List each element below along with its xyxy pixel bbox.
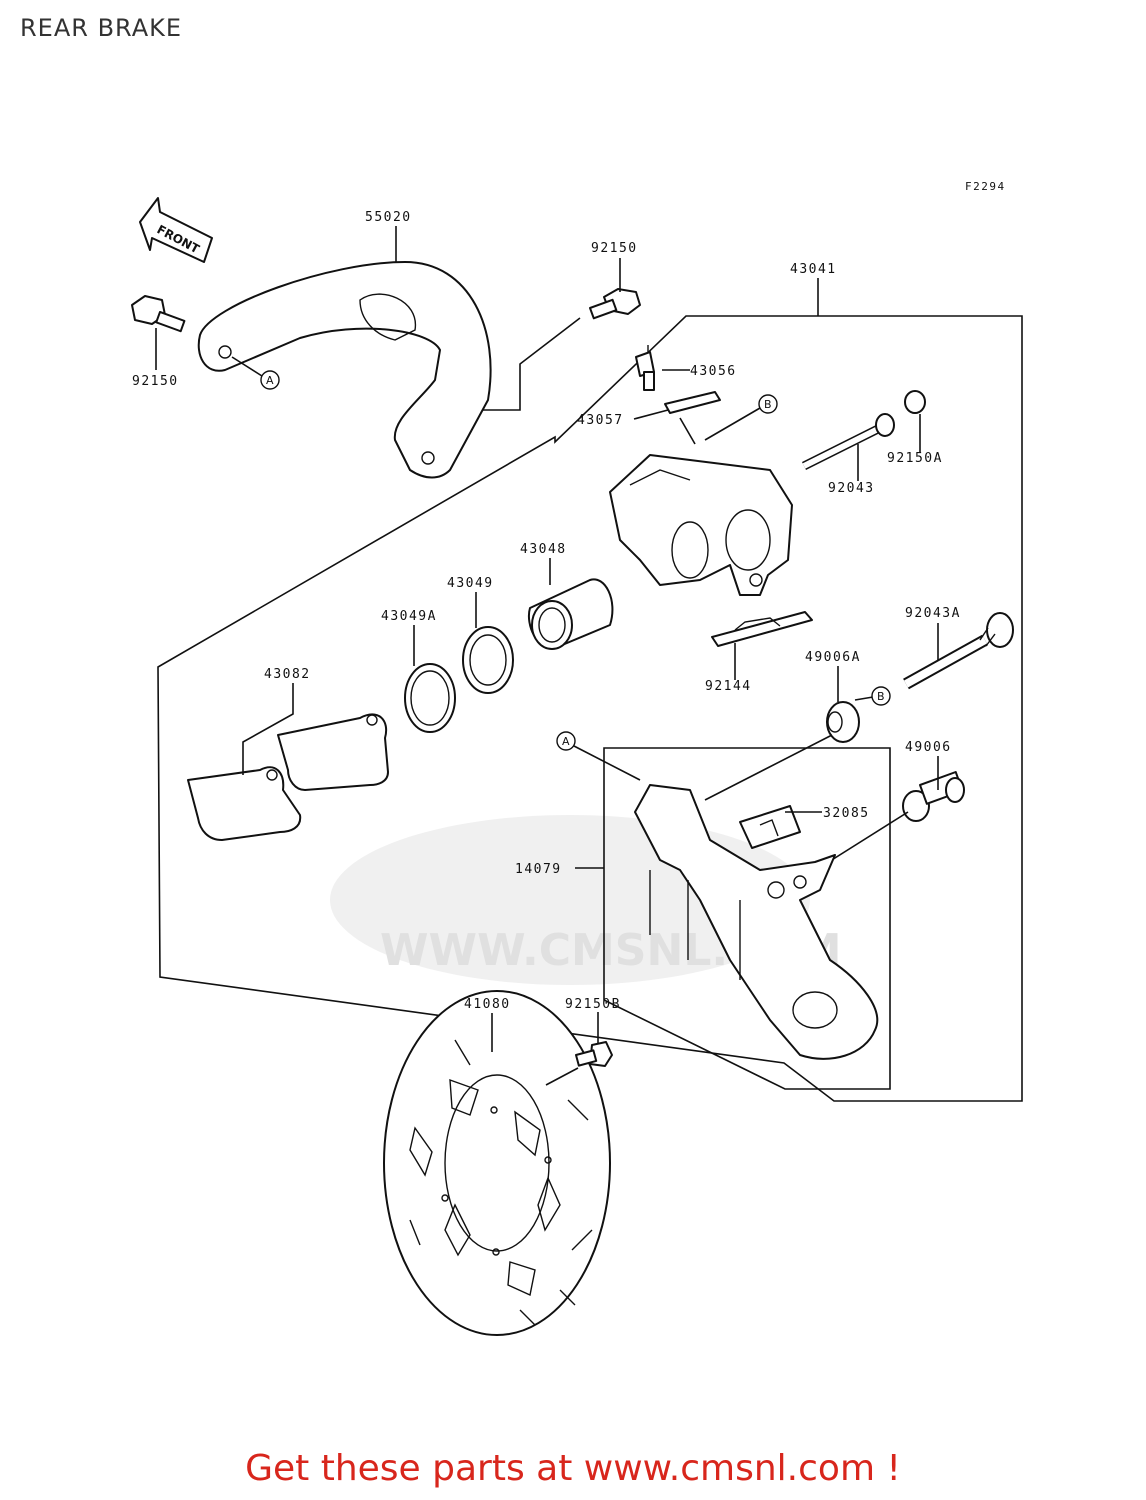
part-55020-guard [197, 261, 492, 479]
label-14079: 14079 [515, 862, 562, 877]
label-92150-left: 92150 [132, 374, 179, 389]
label-92043A: 92043A [905, 606, 961, 621]
callout-a-guard [260, 370, 280, 390]
callout-a-bracket-text: A [562, 735, 570, 748]
callout-a-bracket [556, 731, 576, 751]
part-49006-sleeve-bolt [902, 771, 965, 822]
part-43048-piston [527, 578, 614, 650]
label-92144: 92144 [705, 679, 752, 694]
part-43057-cap [664, 391, 721, 414]
callout-b-pin-text: B [877, 690, 885, 703]
label-43057: 43057 [577, 413, 624, 428]
bracket-group-outline [603, 747, 891, 1090]
part-43049-seal [462, 626, 514, 694]
part-43082-brake-pads [187, 713, 389, 841]
part-92150-left-bolt [131, 295, 186, 333]
part-32085-clip [739, 805, 801, 849]
label-92043: 92043 [828, 481, 875, 496]
label-49006: 49006 [905, 740, 952, 755]
label-92150B: 92150B [565, 997, 621, 1012]
part-92150-top-bolt [589, 288, 641, 320]
callout-b-caliper [758, 394, 778, 414]
label-92150A: 92150A [887, 451, 943, 466]
part-92043-pin [801, 413, 895, 471]
label-43049: 43049 [447, 576, 494, 591]
part-92150B-disc-bolt [575, 1041, 613, 1067]
callout-b-caliper-text: B [764, 398, 772, 411]
rear-brake-exploded-diagram: WWW.CMSNL.COM F2294 FRONT 55020 92150 A … [131, 180, 1023, 1336]
page-title: REAR BRAKE [20, 14, 183, 42]
label-41080: 41080 [464, 997, 511, 1012]
label-32085: 32085 [823, 806, 870, 821]
part-92043A-pin [903, 612, 1014, 690]
footer-parts-link[interactable]: Get these parts at www.cmsnl.com ! [245, 1448, 901, 1489]
label-49006A: 49006A [805, 650, 861, 665]
part-43049A-seal [404, 663, 456, 733]
label-55020: 55020 [365, 210, 412, 225]
callout-b-pin [871, 686, 891, 706]
label-43041: 43041 [790, 262, 837, 277]
label-43048: 43048 [520, 542, 567, 557]
figure-code: F2294 [965, 180, 1006, 193]
part-43056-bleeder-valve [635, 345, 655, 391]
part-caliper-body [609, 454, 793, 596]
part-92150A-cap [904, 390, 926, 414]
label-43049A: 43049A [381, 609, 437, 624]
front-arrow-icon: FRONT [139, 197, 213, 263]
label-92150-top: 92150 [591, 241, 638, 256]
part-49006A-boot [826, 701, 860, 743]
part-41080-brake-disc [383, 990, 611, 1336]
callout-a-guard-text: A [266, 374, 274, 387]
part-14079-caliper-bracket [634, 784, 879, 1060]
label-43056: 43056 [690, 364, 737, 379]
label-43082: 43082 [264, 667, 311, 682]
part-92144-pad-spring [711, 611, 813, 647]
